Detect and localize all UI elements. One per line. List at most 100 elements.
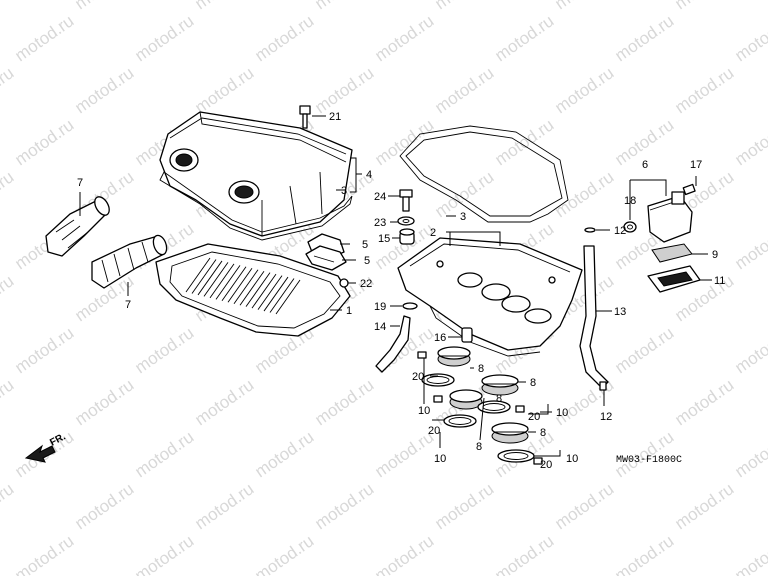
watermark-text: motod.ru bbox=[731, 219, 768, 273]
filter-pleat bbox=[215, 265, 241, 300]
screw-10d-part bbox=[533, 457, 543, 465]
watermark-text: motod.ru bbox=[431, 0, 497, 13]
watermark-text: motod.ru bbox=[551, 0, 617, 13]
watermark-text: motod.ru bbox=[131, 427, 197, 481]
callout-18: 18 bbox=[624, 195, 636, 207]
callout-14: 14 bbox=[374, 321, 386, 333]
watermark-text: motod.ru bbox=[491, 11, 557, 65]
watermark-text: motod.ru bbox=[611, 531, 677, 576]
callout-20b: 20 bbox=[428, 425, 440, 437]
clamp-band-20b-part bbox=[477, 400, 511, 414]
filter-pleat bbox=[185, 257, 211, 293]
watermark-text: motod.ru bbox=[731, 323, 768, 377]
filter-pleat bbox=[245, 272, 271, 307]
air-cleaner-cover-part bbox=[159, 111, 353, 237]
watermark-text: motod.ru bbox=[251, 11, 317, 65]
filter-pleat bbox=[269, 278, 295, 313]
sensor-6-part bbox=[647, 191, 693, 243]
filter-pleat bbox=[263, 276, 289, 312]
callout-11: 11 bbox=[714, 275, 725, 287]
callout-10a: 10 bbox=[418, 405, 430, 417]
leader-lines bbox=[79, 115, 712, 457]
watermark-text: motod.ru bbox=[0, 63, 17, 117]
air-filter-element-part bbox=[155, 243, 351, 337]
callout-20c: 20 bbox=[528, 411, 540, 423]
callout-24: 24 bbox=[374, 191, 386, 203]
watermark-text: motod.ru bbox=[311, 63, 377, 117]
callout-17: 17 bbox=[690, 159, 702, 171]
filter-pleat bbox=[191, 259, 217, 294]
watermark-text: motod.ru bbox=[311, 479, 377, 533]
watermark-text: motod.ru bbox=[71, 375, 137, 429]
watermark-text: motod.ru bbox=[251, 531, 317, 576]
callout-21: 21 bbox=[329, 111, 341, 123]
filter-pleat bbox=[197, 260, 223, 296]
watermark-text: motod.ru bbox=[431, 63, 497, 117]
clip-19-part bbox=[402, 302, 418, 310]
watermark-text: motod.ru bbox=[671, 375, 737, 429]
callout-3-cover: 3 bbox=[341, 185, 347, 197]
watermark-text: motod.ru bbox=[71, 63, 137, 117]
watermark-text: motod.ru bbox=[0, 0, 17, 13]
watermark-text: motod.ru bbox=[131, 11, 197, 65]
watermark-text: motod.ru bbox=[731, 11, 768, 65]
callout-10b: 10 bbox=[434, 453, 446, 465]
front-direction-arrow bbox=[24, 444, 56, 463]
insulator-8a-part bbox=[437, 346, 471, 367]
filter-pleat bbox=[251, 273, 277, 309]
watermark-text: motod.ru bbox=[191, 479, 257, 533]
watermark-text: motod.ru bbox=[11, 11, 77, 65]
watermark-text: motod.ru bbox=[131, 323, 197, 377]
callout-10d: 10 bbox=[566, 453, 578, 465]
filter-pleat bbox=[209, 263, 235, 299]
collar-18-part bbox=[623, 221, 637, 233]
plug-16-part bbox=[461, 327, 473, 343]
callout-5-upper: 5 bbox=[362, 239, 368, 251]
watermark-text: motod.ru bbox=[0, 167, 17, 221]
washer-23-part bbox=[397, 216, 415, 226]
filter-pleat bbox=[227, 268, 253, 303]
watermark-text: motod.ru bbox=[71, 0, 137, 13]
callout-7-upper: 7 bbox=[77, 177, 83, 189]
filter-pleat bbox=[239, 270, 265, 306]
watermark-text: motod.ru bbox=[191, 0, 257, 13]
callout-8c: 8 bbox=[496, 393, 502, 405]
bolt-24-part bbox=[399, 189, 413, 212]
screw-10a-part bbox=[417, 351, 427, 359]
watermark-text: motod.ru bbox=[491, 115, 557, 169]
watermark-text: motod.ru bbox=[551, 63, 617, 117]
callout-2: 2 bbox=[430, 227, 436, 239]
intake-duct-lower-part bbox=[91, 234, 168, 289]
callout-22: 22 bbox=[360, 278, 372, 290]
watermark-text: motod.ru bbox=[491, 531, 557, 576]
callout-9: 9 bbox=[712, 249, 718, 261]
diagram-code: MW03-F1800C bbox=[616, 455, 682, 466]
watermark-text: motod.ru bbox=[671, 0, 737, 13]
watermark-text: motod.ru bbox=[611, 11, 677, 65]
watermark-text: motod.ru bbox=[611, 323, 677, 377]
screw-10c-part bbox=[515, 405, 525, 413]
watermark-text: motod.ru bbox=[251, 427, 317, 481]
watermark-text: motod.ru bbox=[11, 531, 77, 576]
watermark-text: motod.ru bbox=[0, 271, 17, 325]
holder-11-part bbox=[647, 265, 701, 293]
watermark-text: motod.ru bbox=[671, 63, 737, 117]
drain-tube-14-part bbox=[375, 315, 411, 373]
watermark-text: motod.ru bbox=[371, 531, 437, 576]
callout-20a: 20 bbox=[412, 371, 424, 383]
callout-23: 23 bbox=[374, 217, 386, 229]
insulator-group bbox=[417, 346, 543, 465]
bolt-21-part bbox=[299, 105, 311, 129]
watermark-text: motod.ru bbox=[71, 479, 137, 533]
callout-16: 16 bbox=[434, 332, 446, 344]
watermark-text: motod.ru bbox=[191, 63, 257, 117]
callout-19: 19 bbox=[374, 301, 386, 313]
clamp-band-20d-part bbox=[497, 449, 535, 463]
watermark-text: motod.ru bbox=[731, 115, 768, 169]
callout-5-lower: 5 bbox=[364, 255, 370, 267]
callout-labels: 1 2 3 3 4 5 5 6 7 7 8 8 8 8 8 9 10 10 10… bbox=[77, 111, 725, 471]
watermark-text: motod.ru bbox=[0, 375, 17, 429]
